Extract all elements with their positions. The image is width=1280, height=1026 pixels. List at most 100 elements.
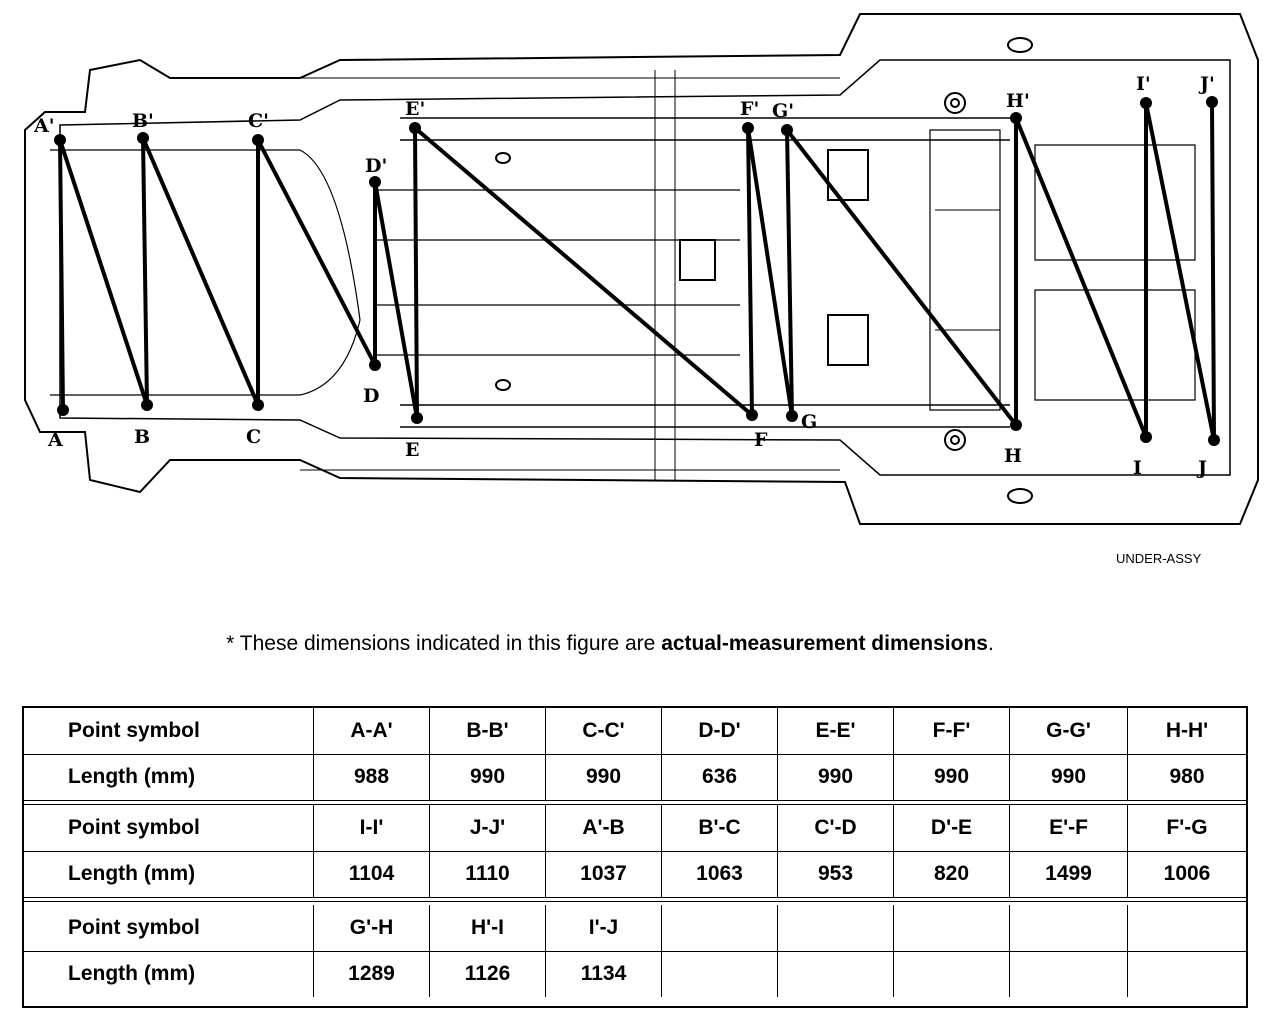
label-i: I (1133, 457, 1142, 479)
point-e (411, 412, 423, 424)
table-cell-symbol: E-E' (778, 708, 894, 754)
table-cell-symbol (662, 905, 778, 951)
point-d (369, 359, 381, 371)
label-b-prime: B' (132, 110, 154, 132)
point-b (141, 399, 153, 411)
group-divider (24, 800, 1246, 805)
table-cell-length (778, 951, 894, 997)
label-g: G (801, 411, 817, 433)
point-h (1010, 419, 1022, 431)
table-cell-symbol: F-F' (894, 708, 1010, 754)
label-f-prime: F' (740, 98, 759, 120)
table-cell-length: 1104 (314, 851, 430, 897)
table-cell-symbol: G'-H (314, 905, 430, 951)
table-cell-length (894, 951, 1010, 997)
table-cell-symbol: C'-D (778, 805, 894, 851)
table-cell-length: 1134 (546, 951, 662, 997)
row-header-symbol: Point symbol (24, 708, 314, 754)
table-cell-symbol (1128, 905, 1246, 951)
table-cell-length: 1499 (1010, 851, 1128, 897)
label-b: B (134, 426, 150, 448)
point-labels: A' B' C' D' E' F' G' H' I' J' A B C D E … (33, 73, 1215, 479)
diagram-caption: UNDER-ASSY (1116, 551, 1202, 566)
table-cell-symbol: A'-B (546, 805, 662, 851)
row-divider (24, 851, 1246, 852)
label-e-prime: E' (405, 98, 425, 120)
point-c (252, 399, 264, 411)
point-c-prime (252, 134, 264, 146)
table-cell-length: 1006 (1163, 862, 1211, 885)
point-j-prime (1206, 96, 1218, 108)
table-cell-length: 990 (430, 754, 546, 800)
table-cell-symbol: D-D' (662, 708, 778, 754)
row-header-length: Length (mm) (24, 851, 314, 897)
table-cell-length: 1289 (314, 951, 430, 997)
table-cell-length (662, 951, 778, 997)
table-cell-symbol: J-J' (430, 805, 546, 851)
label-f: F (754, 429, 768, 451)
label-a-prime: A' (33, 115, 55, 137)
label-h-prime: H' (1006, 90, 1030, 112)
table-cell-length: 820 (894, 851, 1010, 897)
table-cell-symbol (894, 905, 1010, 951)
table-cell-length: 1063 (662, 851, 778, 897)
table-cell-symbol: F'-G (1166, 816, 1208, 839)
row-header-length: Length (mm) (24, 951, 314, 997)
row-divider (24, 754, 1246, 755)
table-cell-length: 990 (778, 754, 894, 800)
label-h: H (1004, 445, 1022, 467)
table-cell-length: 990 (894, 754, 1010, 800)
table-cell-length: 990 (546, 754, 662, 800)
measurement-points (54, 96, 1220, 446)
underbody-diagram: A' B' C' D' E' F' G' H' I' J' A B C D E … (24, 13, 1259, 525)
table-cell-symbol: I-I' (314, 805, 430, 851)
point-a-prime (54, 134, 66, 146)
point-g-prime (781, 124, 793, 136)
table-cell-length: 988 (314, 754, 430, 800)
label-j: J (1196, 457, 1207, 479)
note-bold: actual-measurement dimensions (661, 632, 988, 655)
table-cell-length: 636 (662, 754, 778, 800)
point-d-prime (369, 176, 381, 188)
dimension-note: * These dimensions indicated in this fig… (0, 632, 1220, 656)
point-h-prime (1010, 112, 1022, 124)
row-divider (24, 951, 1246, 952)
table-cell-symbol: D'-E (894, 805, 1010, 851)
body-outline (24, 13, 1259, 525)
point-e-prime (409, 122, 421, 134)
table-cell-symbol (1010, 905, 1128, 951)
point-i-prime (1140, 97, 1152, 109)
table-cell-symbol: A-A' (314, 708, 430, 754)
table-cell-symbol: C-C' (546, 708, 662, 754)
table-cell-length (1010, 951, 1128, 997)
table-cell-length: 953 (778, 851, 894, 897)
table-cell-length (1128, 951, 1246, 997)
row-header-symbol: Point symbol (24, 905, 314, 951)
group-divider (24, 897, 1246, 902)
table-cell-symbol: E'-F (1010, 805, 1128, 851)
point-a (57, 404, 69, 416)
label-d-prime: D' (365, 155, 387, 177)
label-c-prime: C' (248, 110, 269, 132)
table-cell-symbol: H'-I (430, 905, 546, 951)
table-cell-symbol: B-B' (430, 708, 546, 754)
table-cell-symbol: B'-C (662, 805, 778, 851)
label-a: A (47, 429, 63, 451)
point-j (1208, 434, 1220, 446)
table-cell-length: 980 (1169, 765, 1205, 788)
measurement-lines (58, 100, 1216, 442)
row-header-symbol: Point symbol (24, 805, 314, 851)
point-f-prime (742, 122, 754, 134)
table-cell-symbol (778, 905, 894, 951)
label-i-prime: I' (1136, 73, 1151, 95)
table-cell-length: 1126 (430, 951, 546, 997)
point-f (746, 409, 758, 421)
label-d: D (363, 385, 379, 407)
row-header-length: Length (mm) (24, 754, 314, 800)
